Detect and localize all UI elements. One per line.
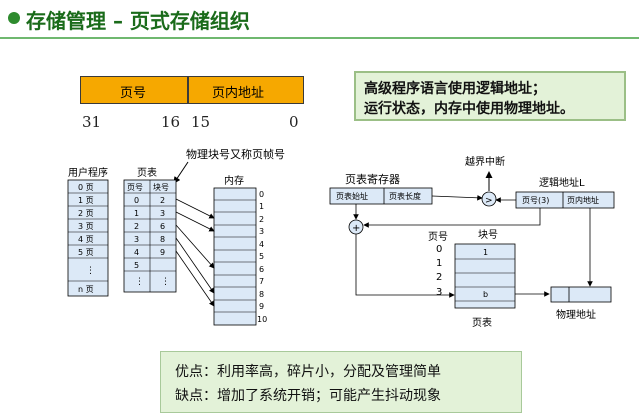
page-table-register: 页表始址 页表长度: [329, 187, 433, 205]
address-format-bar: [80, 76, 304, 104]
mapping-arrows: [175, 198, 215, 307]
page-to-adder-arrow: [363, 208, 541, 228]
register-field-base: 页表始址: [336, 191, 368, 201]
pt-row4-page: 4: [134, 248, 139, 257]
program-page-ellipsis: ⋮: [86, 266, 95, 276]
table-block-no-label: 块号: [478, 229, 498, 241]
cons-line: 缺点：增加了系统开销；可能产生抖动现象: [175, 388, 441, 404]
bit-label-0: 0: [289, 113, 299, 131]
page-table-title-right: 页表: [472, 316, 492, 329]
pt-row5-page: 5: [134, 261, 139, 270]
pt-row-ellipsis-page: ⋮: [135, 277, 144, 287]
memory-block-0: 0: [259, 190, 264, 199]
logical-address-title: 逻辑地址L: [539, 176, 585, 189]
pt-row0-block: 2: [160, 196, 165, 205]
frame-number-annotation: 物理块号又称页帧号: [186, 147, 285, 161]
page-table-left: 页号 块号 0 2 1 3 2 6 3 8 4 9 5 ⋮ ⋮: [123, 179, 177, 293]
memory-block-7: 7: [259, 277, 264, 286]
memory-block-2: 2: [259, 215, 264, 224]
row-index-1: 1: [436, 258, 442, 269]
memory-column: 0 1 2 3 4 5 6 7 8 9 10: [213, 187, 267, 326]
pt-row0-page: 0: [134, 196, 139, 205]
register-field-length: 页表长度: [389, 191, 421, 201]
user-program-list: 0 页 1 页 2 页 3 页 4 页 5 页 ⋮ n 页: [67, 179, 109, 297]
pt-row3-block: 8: [160, 235, 165, 244]
program-page-n: n 页: [78, 285, 94, 294]
page-table-right: 1 b: [454, 243, 516, 309]
memory-block-3: 3: [259, 227, 264, 236]
adder-to-table-arrow: [355, 234, 455, 298]
title-bar: 存储管理 – 页式存储组织: [0, 0, 639, 39]
pt-row2-block: 6: [160, 222, 165, 231]
bit-label-31: 31: [82, 113, 102, 131]
paging-diagrams: 物理块号又称页帧号 用户程序 页表 内存 0 页 1 页 2 页 3 页 4 页…: [67, 147, 615, 329]
annotation-arrow: [173, 161, 189, 184]
memory-block-10: 10: [257, 315, 267, 324]
memory-block-4: 4: [259, 240, 264, 249]
length-to-compare-arrow: [431, 195, 483, 201]
logical-field-offset: 页内地址: [567, 195, 599, 205]
bit-label-15: 15: [191, 113, 211, 131]
pros-line: 优点：利用率高，碎片小，分配及管理简单: [175, 364, 441, 380]
memory-block-5: 5: [259, 252, 264, 261]
table-entry-0: 1: [483, 248, 488, 257]
bit-label-16: 16: [161, 113, 181, 131]
memory-title: 内存: [224, 174, 244, 187]
physical-address-title: 物理地址: [556, 308, 596, 321]
title-divider: [0, 37, 639, 39]
logical-field-page: 页号(3): [522, 196, 549, 205]
pt-row4-block: 9: [160, 248, 165, 257]
program-page-5: 5 页: [78, 248, 94, 257]
memory-block-1: 1: [259, 202, 264, 211]
pt-row1-block: 3: [160, 209, 165, 218]
row-index-3: 3: [436, 287, 442, 298]
program-page-3: 3 页: [78, 222, 94, 231]
table-page-no-label: 页号: [428, 231, 448, 243]
memory-block-9: 9: [259, 302, 264, 311]
page-title: 存储管理 – 页式存储组织: [26, 9, 250, 33]
note-box: 高级程序语言使用逻辑地址； 运行状态，内存中使用物理地址。: [354, 71, 626, 121]
row-index-2: 2: [436, 272, 442, 283]
page-table-header-block: 块号: [153, 182, 169, 192]
bullet-icon: [8, 12, 20, 24]
pt-row-ellipsis-block: ⋮: [161, 277, 170, 287]
physical-address-register: [550, 286, 612, 303]
page-number-field-label: 页号: [120, 86, 147, 101]
summary-box: 优点：利用率高，碎片小，分配及管理简单 缺点：增加了系统开销；可能产生抖动现象: [160, 351, 522, 413]
address-format-divider: [187, 76, 189, 104]
compare-symbol: >: [485, 196, 493, 206]
pt-row3-page: 3: [134, 235, 139, 244]
page-offset-field-label: 页内地址: [212, 86, 265, 101]
page-table-register-title: 页表寄存器: [345, 172, 400, 186]
adder-symbol: +: [352, 223, 360, 234]
user-program-title: 用户程序: [68, 166, 108, 179]
adder-node: +: [348, 219, 364, 235]
pt-row2-page: 2: [134, 222, 139, 231]
program-page-4: 4 页: [78, 235, 94, 244]
page-table-header-page: 页号: [127, 183, 143, 192]
compare-node: >: [481, 191, 497, 207]
row-index-0: 0: [436, 244, 442, 255]
overflow-interrupt-label: 越界中断: [465, 155, 505, 168]
program-page-1: 1 页: [78, 196, 94, 205]
note-line-1: 高级程序语言使用逻辑地址；: [364, 81, 546, 97]
table-entry-3: b: [483, 290, 488, 299]
pt-row1-page: 1: [134, 209, 139, 218]
logical-address-register: 页号(3) 页内地址: [515, 191, 615, 209]
memory-block-8: 8: [259, 290, 264, 299]
program-page-2: 2 页: [78, 209, 94, 218]
memory-block-6: 6: [259, 265, 264, 274]
note-line-2: 运行状态，内存中使用物理地址。: [364, 101, 574, 117]
program-page-0: 0 页: [78, 183, 94, 192]
page-table-title-left: 页表: [137, 166, 157, 179]
